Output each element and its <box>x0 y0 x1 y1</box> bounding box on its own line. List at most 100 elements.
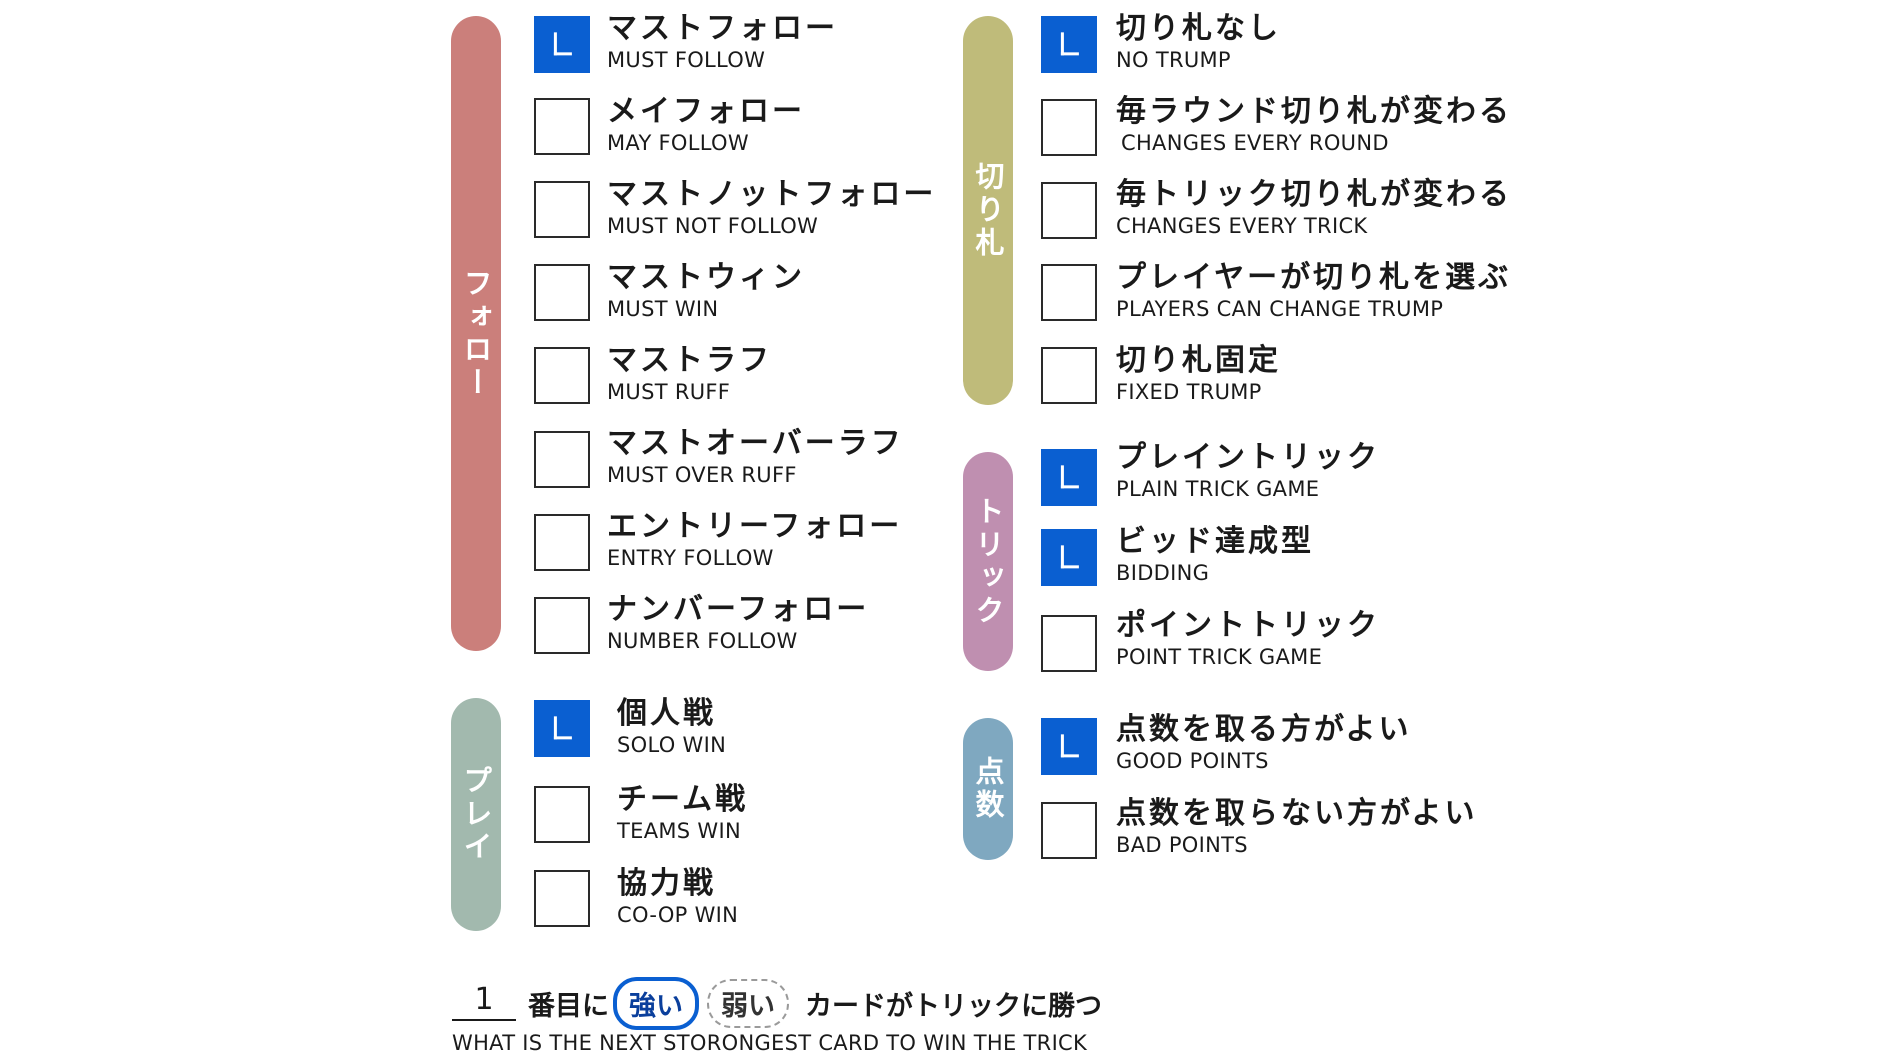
option-label-jp: プレイントリック <box>1116 440 1380 475</box>
option-changes-every-round: 毎ラウンド切り札が変わる CHANGES EVERY ROUND <box>1116 95 1512 156</box>
strong-option[interactable]: 強い <box>613 976 699 1030</box>
check-icon <box>1060 31 1079 55</box>
category-follow: フォロー <box>451 16 501 651</box>
winning-card-sentence: 1 番目に 強い 弱い カードがトリックに勝つ <box>452 976 1102 1030</box>
option-label-en: MUST FOLLOW <box>607 48 766 72</box>
option-must-not-follow: マストノットフォロー MUST NOT FOLLOW <box>607 178 936 239</box>
option-label-en: ENTRY FOLLOW <box>607 546 774 570</box>
checkbox-must-follow[interactable] <box>534 16 590 73</box>
option-plain-trick-game: プレイントリック PLAIN TRICK GAME <box>1116 441 1380 502</box>
checkbox-must-over-ruff[interactable] <box>534 431 590 488</box>
checkbox-no-trump[interactable] <box>1041 16 1097 73</box>
option-label-jp: 切り札なし <box>1116 11 1281 46</box>
option-bad-points: 点数を取らない方がよい BAD POINTS <box>1116 797 1478 858</box>
option-label-jp: メイフォロー <box>607 94 805 129</box>
option-label-jp: 協力戦 <box>617 866 716 901</box>
category-trick: トリック <box>963 452 1013 671</box>
option-label-jp: マストウィン <box>607 260 805 295</box>
checkbox-may-follow[interactable] <box>534 98 590 155</box>
option-may-follow: メイフォロー MAY FOLLOW <box>607 95 805 156</box>
option-label-jp: エントリーフォロー <box>607 509 903 544</box>
checkbox-plain-trick-game[interactable] <box>1041 449 1097 506</box>
sentence-text-rank: 番目に <box>528 990 609 1022</box>
checkbox-entry-follow[interactable] <box>534 514 590 571</box>
category-play: プレイ <box>451 698 501 931</box>
weak-option[interactable]: 弱い <box>707 978 789 1028</box>
option-label-jp: ナンバーフォロー <box>607 592 870 627</box>
checkbox-number-follow[interactable] <box>534 597 590 654</box>
option-label-jp: チーム戦 <box>617 782 749 817</box>
option-label-en: NO TRUMP <box>1116 48 1231 72</box>
option-label-jp: マストラフ <box>607 343 772 378</box>
category-trump: 切り札 <box>963 16 1013 405</box>
checkbox-fixed-trump[interactable] <box>1041 347 1097 404</box>
option-must-ruff: マストラフ MUST RUFF <box>607 344 772 405</box>
option-label-en: BAD POINTS <box>1116 833 1248 857</box>
sentence-text-wins: カードがトリックに勝つ <box>805 990 1102 1022</box>
checkbox-must-win[interactable] <box>534 264 590 321</box>
option-label-jp: マストフォロー <box>607 11 838 46</box>
option-bidding: ビッド達成型 BIDDING <box>1116 525 1314 586</box>
checkbox-good-points[interactable] <box>1041 718 1097 775</box>
checkbox-solo-win[interactable] <box>534 700 590 757</box>
option-label-jp: ビッド達成型 <box>1116 524 1314 559</box>
option-label-en: NUMBER FOLLOW <box>607 629 798 653</box>
option-label-jp: 毎トリック切り札が変わる <box>1116 177 1512 212</box>
category-points: 点数 <box>963 718 1013 860</box>
checkbox-changes-every-trick[interactable] <box>1041 182 1097 239</box>
option-label-jp: 切り札固定 <box>1116 343 1281 378</box>
check-icon <box>1060 544 1079 568</box>
checkbox-coop-win[interactable] <box>534 870 590 927</box>
option-must-over-ruff: マストオーバーラフ MUST OVER RUFF <box>607 427 904 488</box>
checkbox-bad-points[interactable] <box>1041 802 1097 859</box>
category-follow-label: フォロー <box>459 267 493 400</box>
sentence-text-en: WHAT IS THE NEXT STORONGEST CARD TO WIN … <box>452 1031 1088 1055</box>
checkbox-players-can-change-trump[interactable] <box>1041 264 1097 321</box>
check-icon <box>1060 464 1079 488</box>
option-label-en: MUST WIN <box>607 297 719 321</box>
option-number-follow: ナンバーフォロー NUMBER FOLLOW <box>607 593 869 654</box>
option-label-en: PLAIN TRICK GAME <box>1116 477 1320 501</box>
option-label-jp: 個人戦 <box>617 696 716 731</box>
checkbox-must-ruff[interactable] <box>534 347 590 404</box>
option-label-en: CO-OP WIN <box>617 903 739 927</box>
option-label-en: GOOD POINTS <box>1116 749 1269 773</box>
option-good-points: 点数を取る方がよい GOOD POINTS <box>1116 713 1412 774</box>
option-label-jp: マストノットフォロー <box>607 177 937 212</box>
option-label-en: POINT TRICK GAME <box>1116 645 1323 669</box>
option-label-en: PLAYERS CAN CHANGE TRUMP <box>1116 297 1444 321</box>
option-must-follow: マストフォロー MUST FOLLOW <box>607 12 838 73</box>
option-label-en: CHANGES EVERY ROUND <box>1121 131 1389 155</box>
option-label-jp: 点数を取らない方がよい <box>1116 796 1478 831</box>
category-points-label: 点数 <box>971 756 1005 822</box>
option-must-win: マストウィン MUST WIN <box>607 261 805 322</box>
checkbox-teams-win[interactable] <box>534 786 590 843</box>
option-label-en: MAY FOLLOW <box>607 131 749 155</box>
option-label-jp: 毎ラウンド切り札が変わる <box>1116 94 1512 129</box>
rank-number-field[interactable]: 1 <box>452 985 516 1021</box>
option-entry-follow: エントリーフォロー ENTRY FOLLOW <box>607 510 902 571</box>
option-label-en: TEAMS WIN <box>617 819 741 843</box>
checkbox-point-trick-game[interactable] <box>1041 615 1097 672</box>
option-label-jp: プレイヤーが切り札を選ぶ <box>1116 260 1512 295</box>
option-coop-win: 協力戦 CO-OP WIN <box>617 867 738 928</box>
option-label-en: BIDDING <box>1116 561 1210 585</box>
option-label-en: MUST OVER RUFF <box>607 463 797 487</box>
option-changes-every-trick: 毎トリック切り札が変わる CHANGES EVERY TRICK <box>1116 178 1512 239</box>
check-icon <box>553 715 572 739</box>
option-teams-win: チーム戦 TEAMS WIN <box>617 783 748 844</box>
option-label-jp: マストオーバーラフ <box>607 426 904 461</box>
option-label-jp: 点数を取る方がよい <box>1116 712 1412 747</box>
option-solo-win: 個人戦 SOLO WIN <box>617 697 726 758</box>
category-trump-label: 切り札 <box>971 161 1005 260</box>
checkbox-bidding[interactable] <box>1041 529 1097 586</box>
checkbox-changes-every-round[interactable] <box>1041 99 1097 156</box>
check-icon <box>553 31 572 55</box>
option-no-trump: 切り札なし NO TRUMP <box>1116 12 1281 73</box>
option-label-en: CHANGES EVERY TRICK <box>1116 214 1368 238</box>
option-fixed-trump: 切り札固定 FIXED TRUMP <box>1116 344 1281 405</box>
option-label-en: FIXED TRUMP <box>1116 380 1262 404</box>
option-label-en: SOLO WIN <box>617 733 727 757</box>
category-trick-label: トリック <box>971 495 1005 628</box>
checkbox-must-not-follow[interactable] <box>534 181 590 238</box>
